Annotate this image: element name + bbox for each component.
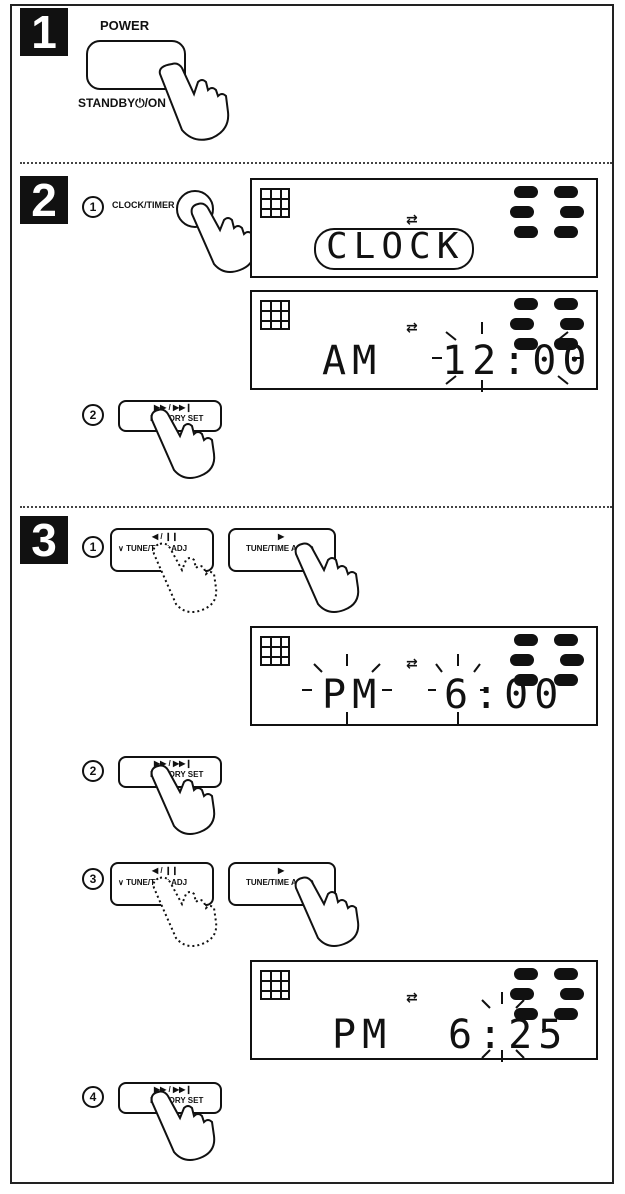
pressing-hand-dotted-icon [152,876,218,947]
substep-number: 2 [82,760,104,782]
lcd-ampm-blinking: PM [322,672,383,718]
lcd-ampm: PM [332,1012,393,1058]
blink-indicator-icon [481,992,552,1062]
mode-indicator-panel [510,966,590,1030]
pressing-hand-icon [190,202,256,273]
pressing-hand-dotted-icon [152,542,218,613]
blink-indicator-icon [428,654,488,724]
lcd-display-clock: ⇄ CLOCK [250,178,598,278]
power-label: POWER [100,18,150,33]
mode-indicator-panel [510,184,590,248]
clock-outline [314,228,474,270]
pressing-hand-icon [294,876,360,947]
repeat-icon: ⇄ [406,990,418,1006]
substep-number: 1 [82,536,104,558]
step-separator [20,506,612,508]
clock-timer-label: CLOCK/TIMER [112,200,175,210]
lcd-display-am-1200: ⇄ AM 12:00 [250,290,598,392]
repeat-icon: ⇄ [406,656,418,672]
repeat-icon: ⇄ [406,212,418,228]
pressing-hand-icon [294,542,360,613]
grid-icon [260,300,290,330]
pressing-hand-icon [150,764,216,835]
mode-indicator-panel [510,296,590,360]
step-number-1: 1 [20,8,68,56]
step-number-3: 3 [20,516,68,564]
tune-up-button[interactable]: ▶ TUNE/TIME ADJ ∧ [228,528,336,572]
lcd-ampm: AM [322,338,383,384]
grid-icon [260,970,290,1000]
mode-indicator-panel [510,632,590,696]
lcd-display-pm-600: ⇄ PM 6:00 [250,626,598,726]
lcd-time-blinking: 12:00 [442,338,593,384]
pressing-hand-icon [150,1090,216,1161]
pressing-hand-icon [150,408,216,479]
lcd-display-pm-625: ⇄ PM 6:25 [250,960,598,1062]
grid-icon [260,636,290,666]
pressing-hand-icon [158,62,230,141]
step-separator [20,162,612,164]
substep-number: 4 [82,1086,104,1108]
lcd-text-clock: CLOCK [326,226,465,267]
step-number-2: 2 [20,176,68,224]
lcd-time-blinking: 6:25 [448,1012,569,1058]
substep-number: 2 [82,404,104,426]
repeat-icon: ⇄ [406,320,418,336]
lcd-time: 6:00 [444,672,565,718]
instruction-frame [10,4,614,1184]
grid-icon [260,188,290,218]
substep-number: 1 [82,196,104,218]
blink-indicator-icon [432,322,582,392]
substep-number: 3 [82,868,104,890]
standby-on-label: STANDBY⏻/ON [78,96,166,110]
blink-indicator-icon [302,654,392,724]
